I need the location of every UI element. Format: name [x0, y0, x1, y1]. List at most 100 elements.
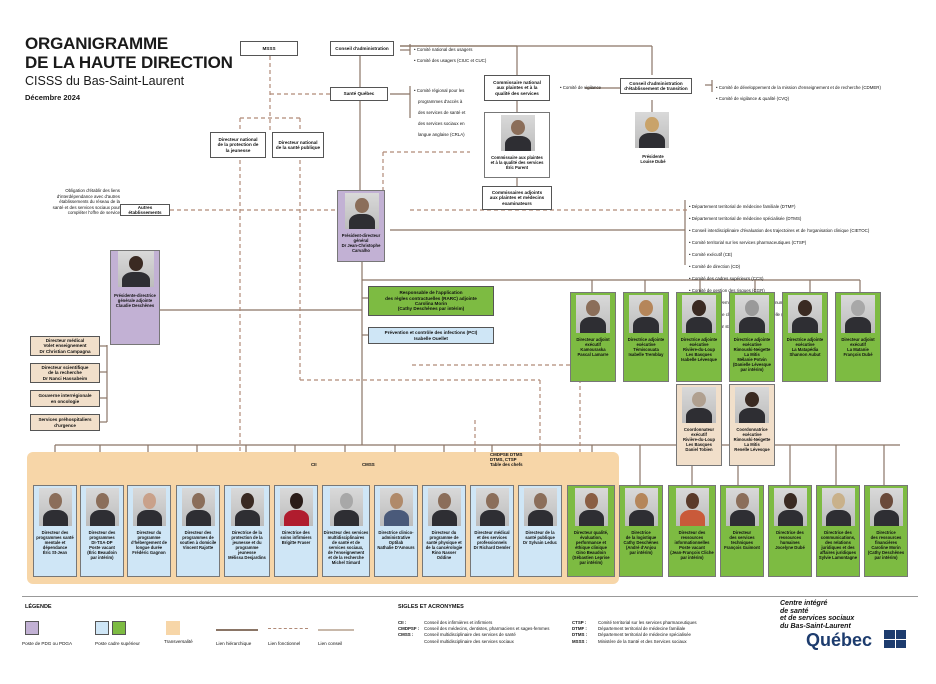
infection-control-label: Prévention et contrôle des infections (P…	[384, 330, 478, 341]
director-label-4: Directeur des programmes de soutien à do…	[179, 530, 217, 550]
exec-deputy-label-4: Directrice adjointe exécutive Rimouski-N…	[733, 337, 771, 372]
committee-item: • Département territorial de médecine sp…	[689, 216, 802, 221]
director-photo-16	[774, 488, 807, 526]
committee-item-4-text: Comité territorial sur les services phar…	[691, 240, 807, 245]
vigilance-label: Comité de vigilance	[562, 85, 602, 90]
legend-hierarchical-label: Lien hiérarchique	[216, 641, 252, 646]
director-photo-6	[280, 488, 313, 526]
board-committee-2-text: Comité des usagers (CIUC et CUC)	[416, 57, 487, 63]
director-photo-15	[726, 488, 759, 526]
committee-item: • Comité des cadres supérieurs (CCS)	[689, 276, 764, 281]
deputy-ceo-label: Présidente-directrice générale adjointe …	[114, 293, 156, 308]
director-label-13: Directrice de la logistique Cathy Deschê…	[623, 530, 659, 555]
director-label-3: Directeur du programme d'hébergement de …	[131, 530, 167, 555]
crla-text: • Comité régional pour les programmes d'…	[414, 82, 465, 144]
exec-deputy-photo-1	[576, 295, 610, 333]
ceo-card: Président-directeur général Dr Jean-Chri…	[337, 190, 385, 262]
infection-control-box: Prévention et contrôle des infections (P…	[368, 327, 494, 344]
prehospital-box: Services préhospitaliers d'urgence	[30, 414, 100, 431]
director-label-9: Directeur du programme de santé physique…	[425, 530, 463, 560]
director-photo-10	[476, 488, 509, 526]
director-label-5: Directrice de la protection de la jeunes…	[228, 530, 266, 560]
board-committees-list: • Comité national des usagers • Comité d…	[414, 41, 486, 69]
title-line-1: ORGANIGRAMME	[25, 34, 169, 53]
logo-line-3: et de services sociaux	[780, 615, 855, 622]
director-photo-14	[676, 488, 709, 526]
director-label-10: Directeur médical et des services profes…	[473, 530, 511, 550]
committee-item-2-text: Département territorial de médecine spéc…	[691, 216, 802, 221]
crla-line-1: • Comité régional pour les	[414, 87, 465, 93]
exec-deputy-label-5: Directrice adjointe exécutive La Matapéd…	[786, 337, 824, 357]
sante-quebec-box: Santé Québec	[330, 87, 388, 101]
director-label-6: Directrice des soins infirmiers Brigitte…	[280, 530, 312, 545]
director-label-7: Directeur des services multidisciplinair…	[323, 530, 369, 565]
director-photo-2	[86, 488, 119, 526]
director-photo-18	[870, 488, 903, 526]
committee-item-8-text: Comité de gestion des risques (CGR)	[691, 288, 765, 293]
transition-committee-2-text: Comité de vigilance & qualité (CVQ)	[718, 95, 790, 101]
director-label-15: Directeur des services techniques Franço…	[724, 530, 760, 550]
director-card-1: Directeur des programmes santé mentale e…	[33, 485, 77, 577]
msss-label: MSSS	[262, 45, 276, 51]
ceo-photo	[345, 193, 379, 229]
committee-item: • Département territorial de médecine fa…	[689, 204, 796, 209]
committee-item: • Comité territorial sur les services ph…	[689, 240, 807, 245]
director-label-17: Directrice des communications, des relat…	[818, 530, 858, 560]
cmss-label: CMSS	[362, 462, 375, 467]
cisss-logo-text: Centre intégré de santé et de services s…	[780, 600, 854, 630]
youth-protection-director-box: Directeur national de la protection de l…	[210, 132, 266, 158]
director-card-14: Directeur des ressources informationnell…	[668, 485, 716, 577]
transition-committee-1: • Comité de développement de la mission …	[716, 84, 881, 90]
crla-line-1-text: Comité régional pour les	[416, 87, 465, 93]
director-label-12: Directeur qualité, évaluation, performan…	[572, 530, 610, 565]
prehospital-label: Services préhospitaliers d'urgence	[38, 417, 92, 428]
director-card-7: Directeur des services multidisciplinair…	[322, 485, 370, 577]
page-date: Décembre 2024	[25, 93, 81, 102]
committee-item: • Comité de direction (CD)	[689, 264, 741, 269]
exec-deputy-card-1: Directeur adjoint exécutif Kamouraska Pa…	[570, 292, 616, 382]
director-card-15: Directeur des services techniques Franço…	[720, 485, 764, 577]
exec-deputy-photo-3	[682, 295, 716, 333]
committee-item-1-text: Département territorial de médecine fami…	[691, 204, 796, 209]
legend-green-swatch	[112, 621, 126, 635]
exec-coordinator-photo-2	[735, 387, 769, 423]
assistant-commissioners-label: Commissaires adjoints aux plaintes et mé…	[489, 189, 545, 206]
national-commissioner-box: Commissaire national aux plaintes et à l…	[484, 75, 550, 101]
director-label-18: Directrice des ressources financières Ca…	[867, 530, 905, 560]
director-card-2: Directeur des programmes DI-TSA-DP Poste…	[80, 485, 124, 577]
legend-blue-green-label: Poste cadre supérieur	[95, 641, 140, 646]
exec-deputy-photo-4	[735, 295, 769, 333]
committee-item-3-text: Conseil interdisciplinaire d'évaluation …	[691, 228, 870, 233]
ceo-label: Président-directeur général Dr Jean-Chri…	[341, 233, 381, 253]
msss-box: MSSS	[240, 41, 298, 56]
director-photo-4	[182, 488, 215, 526]
crla-line-3: des services de santé et	[418, 109, 466, 115]
chair-photo	[635, 112, 669, 148]
scientific-director-label: Directeur scientifique de la recherche D…	[41, 364, 89, 381]
director-card-3: Directeur du programme d'hébergement de …	[127, 485, 171, 577]
commissioner-card: Commissaire aux plaintes et à la qualité…	[484, 112, 550, 178]
exec-deputy-photo-2	[629, 295, 663, 333]
exec-deputy-card-2: Directrice adjointe exécutive Témiscouat…	[623, 292, 669, 382]
acronyms-title: SIGLES ET ACRONYMES	[398, 604, 464, 610]
exec-coordinator-card-1: Coordonnateur exécutif Rivière-du-Loup L…	[676, 384, 722, 466]
director-label-1: Directeur des programmes santé mentale e…	[36, 530, 74, 555]
public-health-director-label: Directeur national de la santé publique	[275, 139, 321, 150]
assistant-commissioners-box: Commissaires adjoints aux plaintes et mé…	[482, 186, 552, 210]
legend-beige-swatch	[166, 621, 180, 635]
director-card-13: Directrice de la logistique Cathy Deschê…	[619, 485, 663, 577]
other-establishments-label: Autres établissements	[128, 204, 162, 215]
exec-deputy-photo-5	[788, 295, 822, 333]
vigilance-text: • Comité de vigilance	[560, 85, 602, 90]
oncology-governance-label: Gouverne interrégionale en oncologie	[38, 393, 92, 404]
director-photo-9	[428, 488, 461, 526]
committee-item-5-text: Comité exécutif (CE)	[691, 252, 733, 257]
cii-label: CII	[311, 462, 317, 467]
page-subtitle: CISSS du Bas-Saint-Laurent	[25, 74, 185, 88]
board-label: Conseil d'administration	[335, 45, 389, 51]
oncology-governance-box: Gouverne interrégionale en oncologie	[30, 390, 100, 407]
transition-committee-1-text: Comité de développement de la mission d'…	[718, 84, 881, 90]
director-photo-8	[380, 488, 413, 526]
obligation-text: Obligation d'établir des liens d'interdé…	[52, 188, 120, 216]
director-card-5: Directrice de la protection de la jeunes…	[224, 485, 270, 577]
